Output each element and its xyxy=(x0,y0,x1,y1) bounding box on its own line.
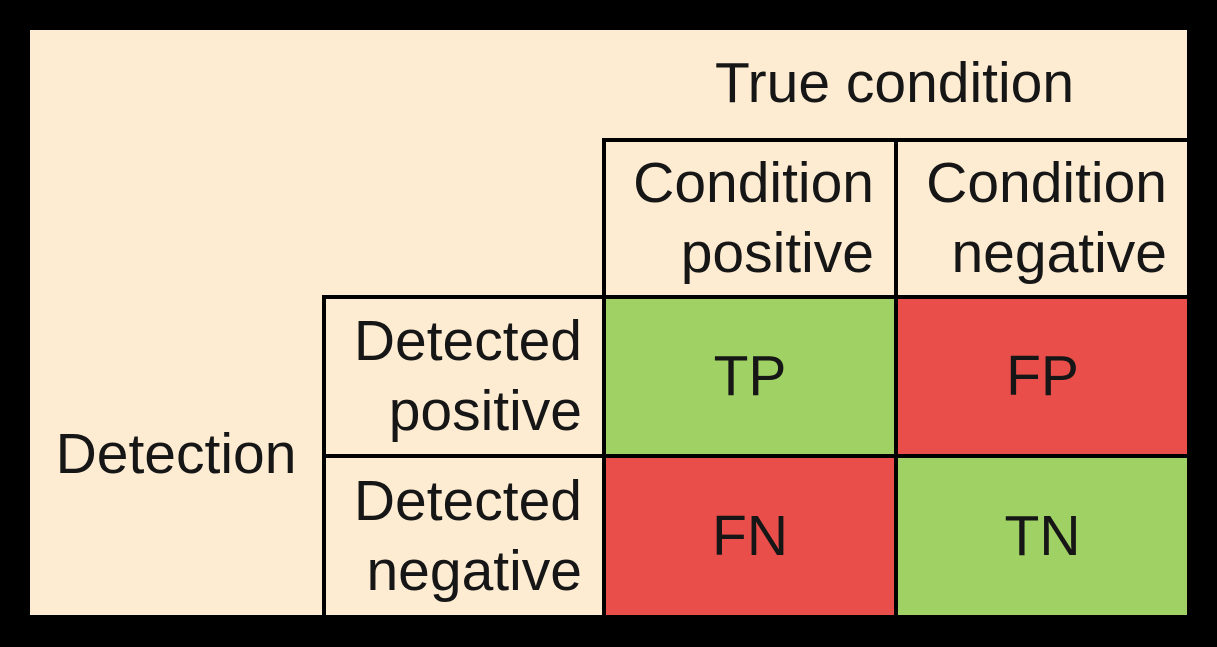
matrix-cell-true-negative: TN xyxy=(894,454,1187,615)
matrix-cell-false-negative: FN xyxy=(602,454,894,615)
row-header-detected-negative: Detected negative xyxy=(322,454,602,615)
column-axis-title: True condition xyxy=(714,51,1075,116)
matrix-cell-false-positive: FP xyxy=(894,295,1187,454)
confusion-matrix-panel: True condition Condition positive Condit… xyxy=(30,30,1187,615)
row-axis-title: Detection xyxy=(55,422,297,487)
row-header-detected-positive: Detected positive xyxy=(322,295,602,454)
matrix-cell-true-positive: TP xyxy=(602,295,894,454)
column-header-condition-positive: Condition positive xyxy=(602,138,894,295)
column-header-condition-negative: Condition negative xyxy=(894,138,1187,295)
